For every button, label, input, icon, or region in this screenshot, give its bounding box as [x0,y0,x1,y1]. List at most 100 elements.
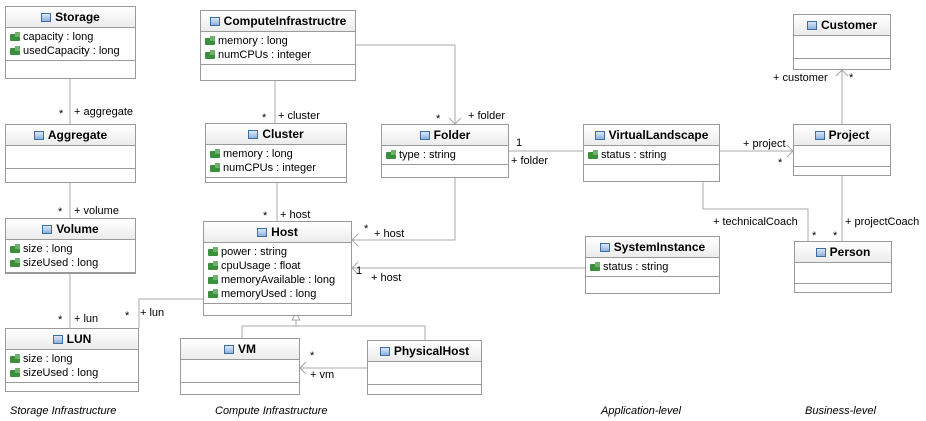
multiplicity-project: * [778,157,783,169]
attribute-text: size : long [23,353,73,365]
connector-virtuallandscape-person [702,182,809,241]
connector-generalization-physicalhost [296,325,426,340]
attribute-row: numCPUs : integer [210,161,342,175]
attribute-text: memory : long [218,35,288,47]
operation-list [201,65,355,73]
attribute-row: memoryUsed : long [208,287,347,301]
operation-list [794,167,890,175]
class-folder[interactable]: Folder type : string [381,124,509,178]
operation-list [6,61,135,69]
operation-list [206,178,346,186]
attribute-text: numCPUs : integer [218,49,311,61]
class-name: Storage [55,10,100,24]
attribute-icon [10,353,20,363]
attribute-icon [10,243,20,253]
attribute-icon [210,162,220,172]
role-aggregate: + aggregate [74,106,134,118]
generalization-arrowhead [291,311,301,321]
class-name: Folder [433,128,471,142]
class-vm[interactable]: VM [180,338,300,395]
caption-storage: Storage Infrastructure [10,405,117,417]
class-header: Folder [382,125,508,146]
attribute-text: cpuUsage : float [221,260,301,272]
class-name: Aggregate [47,128,108,142]
attribute-text: power : string [221,246,288,258]
class-name: ComputeInfrastructre [223,14,347,28]
attribute-text: status : string [603,261,669,273]
attribute-list: size : long sizeUsed : long [6,240,135,273]
attribute-list: type : string [382,146,508,165]
class-lun[interactable]: LUN size : long sizeUsed : long [5,328,139,392]
connector-generalization-vm [241,316,297,338]
caption-compute: Compute Infrastructure [215,405,328,417]
operation-list [382,165,508,173]
multiplicity-lun-storage: * [58,314,63,326]
class-project[interactable]: Project [793,124,891,176]
arrowhead-host-folder [351,233,359,247]
operation-list [181,383,299,391]
class-header: Cluster [206,124,346,145]
role-folder-virtuallandscape: + folder [511,155,548,167]
attribute-row: size : long [10,242,131,256]
class-customer[interactable]: Customer [793,14,891,70]
attribute-row: usedCapacity : long [10,44,131,58]
attribute-text: memoryUsed : long [221,288,317,300]
class-icon [42,224,53,234]
class-computeinfrastructre[interactable]: ComputeInfrastructre memory : long numCP… [200,10,356,81]
attribute-row: capacity : long [10,30,131,44]
role-cluster: + cluster [278,110,320,122]
multiplicity-customer: * [849,72,854,84]
class-header: Volume [6,219,135,240]
multiplicity-aggregate: * [59,108,64,120]
class-icon [257,227,268,237]
attribute-text: capacity : long [23,31,94,43]
class-cluster[interactable]: Cluster memory : long numCPUs : integer [205,123,347,183]
attribute-row: power : string [208,245,347,259]
class-name: Project [828,128,870,142]
role-host-systeminstance: + host [371,272,402,284]
class-name: Host [271,225,298,239]
class-name: SystemInstance [613,240,706,254]
operation-list [794,59,890,67]
attribute-text: sizeUsed : long [23,257,99,269]
class-person[interactable]: Person [794,241,892,293]
attribute-list [181,360,299,383]
attribute-row: cpuUsage : float [208,259,347,273]
class-systeminstance[interactable]: SystemInstance status : string [585,236,720,294]
multiplicity-volume: * [58,206,63,218]
class-header: Host [204,222,351,243]
attribute-text: numCPUs : integer [223,162,316,174]
class-icon [209,16,220,26]
multiplicity-lun-host: * [125,310,130,322]
connector-compute-folder [356,44,456,124]
class-volume[interactable]: Volume size : long sizeUsed : long [5,218,136,274]
attribute-icon [10,367,20,377]
operation-list [795,284,891,292]
attribute-list: capacity : long usedCapacity : long [6,28,135,61]
class-name: VirtualLandscape [608,128,709,142]
connector-folder-host [352,178,456,241]
attribute-row: numCPUs : integer [205,48,351,62]
class-icon [224,344,234,354]
arrowhead-vm [299,361,307,375]
class-storage[interactable]: Storage capacity : long usedCapacity : l… [5,6,136,79]
attribute-list: memory : long numCPUs : integer [201,32,355,65]
attribute-icon [10,45,20,55]
attribute-list [795,263,891,284]
class-aggregate[interactable]: Aggregate [5,124,136,183]
attribute-list: status : string [584,146,719,165]
multiplicity-cluster: * [262,112,267,124]
class-header: SystemInstance [586,237,719,258]
class-host[interactable]: Host power : string cpuUsage : float mem… [203,221,352,316]
attribute-list: power : string cpuUsage : float memoryAv… [204,243,351,304]
class-icon [815,247,826,257]
class-header: VM [181,339,299,360]
class-virtuallandscape[interactable]: VirtualLandscape status : string [583,124,720,182]
class-header: Aggregate [6,125,135,146]
class-physicalhost[interactable]: PhysicalHost [367,340,482,395]
operation-list [368,385,481,393]
attribute-icon [208,246,218,256]
class-name: Cluster [262,127,304,141]
attribute-icon [208,260,218,270]
